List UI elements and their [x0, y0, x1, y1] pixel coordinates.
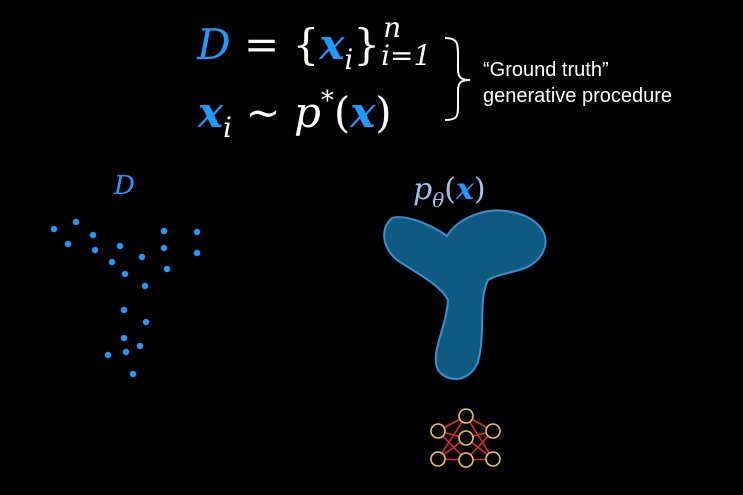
learned-density-shape: [383, 209, 547, 380]
formula-equals: =: [244, 20, 280, 69]
formula-x-index: i: [344, 43, 354, 76]
data-point: [120, 306, 128, 314]
sampling-formula: xi ~ p*(x): [198, 88, 392, 142]
data-point: [64, 240, 72, 248]
data-point: [160, 227, 168, 235]
data-point: [116, 242, 124, 250]
network-node: [430, 423, 446, 439]
caption-ground-truth: “Ground truth”: [483, 59, 609, 81]
model-p: p: [413, 172, 433, 207]
data-point: [104, 351, 112, 359]
dataset-label: D: [114, 171, 135, 201]
model-close-paren: ): [473, 172, 486, 207]
model-open-paren: (: [444, 172, 456, 207]
data-point: [193, 228, 201, 236]
network-node: [458, 452, 474, 468]
caption-generative-procedure: generative procedure: [483, 85, 673, 107]
data-point: [129, 370, 137, 378]
data-point: [122, 348, 130, 356]
data-point: [50, 225, 58, 233]
data-point: [193, 249, 201, 257]
data-point: [163, 265, 171, 273]
model-distribution-label: pθ(x): [413, 172, 486, 212]
sampling-open-paren: (: [333, 88, 351, 137]
data-point: [136, 342, 144, 350]
model-theta: θ: [432, 188, 445, 212]
network-node: [458, 430, 474, 446]
sampling-tilde: ~: [245, 88, 281, 137]
model-argument-x: x: [455, 172, 474, 207]
right-curly-brace-icon: [444, 37, 471, 121]
formula-superscript-n: n: [383, 11, 402, 44]
data-point: [91, 246, 99, 254]
data-point: [138, 253, 146, 261]
sampling-x-variable: x: [198, 88, 224, 137]
data-point: [120, 334, 128, 342]
network-node: [485, 423, 501, 439]
formula-close-brace: }: [353, 20, 381, 69]
network-node: [430, 451, 446, 467]
data-point: [141, 282, 149, 290]
formula-open-brace: {: [292, 20, 320, 69]
sampling-argument-x: x: [350, 88, 376, 137]
data-point: [89, 231, 97, 239]
data-point: [160, 244, 168, 252]
dataset-formula: D = {xi} n i=1: [197, 14, 439, 76]
formula-x-variable: x: [319, 20, 345, 69]
formula-subscript-range: i=1: [381, 39, 432, 72]
sampling-distribution-p: p: [293, 88, 321, 137]
sampling-close-paren: ): [375, 88, 392, 137]
formula-dataset-symbol: D: [197, 20, 231, 69]
data-point: [121, 270, 129, 278]
formula-limits: n i=1: [381, 14, 439, 72]
network-node: [458, 408, 474, 424]
network-node: [485, 451, 501, 467]
data-point: [142, 318, 150, 326]
data-point: [72, 218, 80, 226]
data-point: [108, 258, 116, 266]
sampling-x-index: i: [223, 111, 233, 144]
sampling-star: *: [320, 86, 334, 116]
